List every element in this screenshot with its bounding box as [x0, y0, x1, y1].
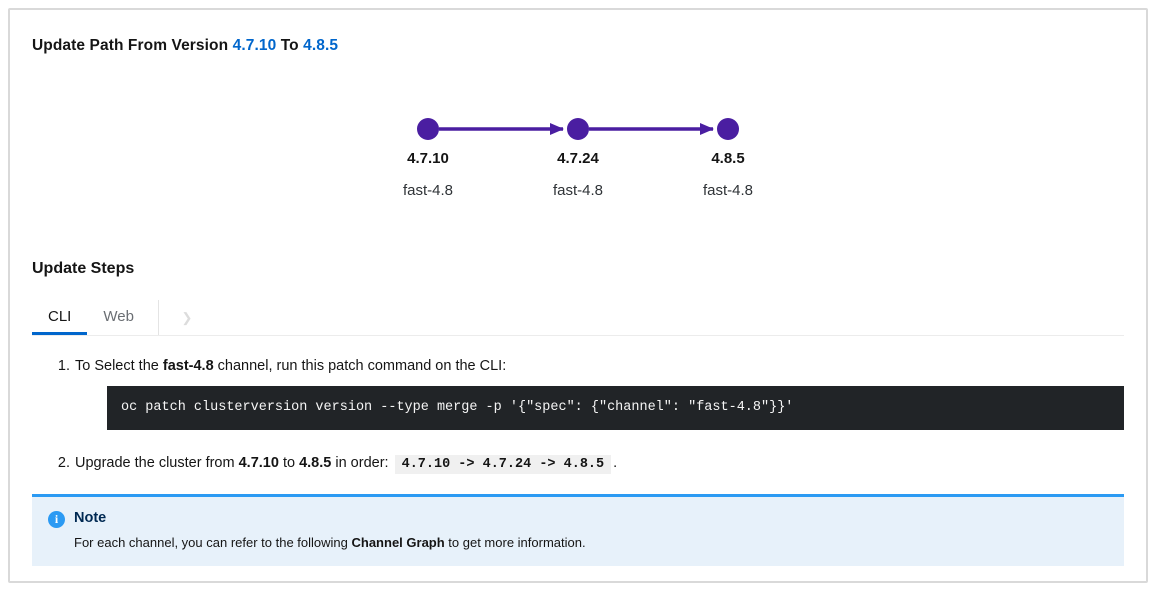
- chevron-right-icon: ❯: [181, 309, 193, 325]
- step-1-text: 1. To Select the fast-4.8 channel, run t…: [57, 357, 1124, 376]
- node-channel-label: fast-4.8: [552, 182, 604, 199]
- upgrade-order-code: 4.7.10 -> 4.7.24 -> 4.8.5: [394, 455, 612, 474]
- from-version-value: 4.7.10: [232, 37, 277, 54]
- page-title: Update Path From Version 4.7.10 To 4.8.5: [32, 37, 1124, 55]
- channel-graph-bold: Channel Graph: [351, 535, 445, 550]
- steps-tabs: CLI Web ❯: [32, 300, 1124, 336]
- step-text-part: To Select the: [75, 358, 163, 374]
- to-version-value: 4.8.5: [303, 37, 339, 54]
- graph-node-3: [717, 118, 739, 140]
- note-content: Note For each channel, you can refer to …: [74, 510, 586, 550]
- note-body-part: For each channel, you can refer to the f…: [74, 535, 352, 550]
- graph-node-2: [567, 118, 589, 140]
- node-version-label: 4.8.5: [711, 150, 745, 167]
- to-version-bold: 4.8.5: [299, 455, 332, 471]
- info-icon: i: [48, 511, 65, 528]
- step-number: 1.: [57, 358, 70, 374]
- note-title: Note: [74, 510, 107, 526]
- note-alert: i Note For each channel, you can refer t…: [32, 494, 1124, 566]
- tab-cli-label: CLI: [48, 308, 72, 325]
- update-path-svg: [417, 118, 739, 140]
- tab-web-label: Web: [103, 308, 134, 325]
- graph-node-1: [417, 118, 439, 140]
- update-path-card: Update Path From Version 4.7.10 To 4.8.5…: [8, 8, 1148, 583]
- update-steps-heading: Update Steps: [32, 260, 135, 277]
- step-text-part: to: [278, 455, 300, 471]
- step-text: To Select the fast-4.8 channel, run this…: [75, 357, 506, 376]
- tab-cli[interactable]: CLI: [32, 300, 88, 335]
- node-version-label: 4.7.10: [407, 150, 449, 167]
- node-channel-label: fast-4.8: [702, 182, 754, 199]
- step-number: 2.: [57, 455, 70, 471]
- step-text: Upgrade the cluster from 4.7.10 to 4.8.5…: [75, 454, 617, 474]
- title-text: Update Path From Version: [32, 37, 233, 54]
- node-version-label: 4.7.24: [557, 150, 599, 167]
- step-1: 1. To Select the fast-4.8 channel, run t…: [57, 357, 1124, 430]
- tab-overflow-button[interactable]: ❯: [159, 300, 215, 335]
- note-body-part: to get more information.: [444, 535, 586, 550]
- note-body: For each channel, you can refer to the f…: [74, 535, 586, 550]
- update-path-graph: 4.7.10 4.7.24 4.8.5 fast-4.8 fast-4.8 fa…: [403, 114, 753, 210]
- tab-web[interactable]: Web: [87, 300, 150, 335]
- channel-name-bold: fast-4.8: [162, 358, 214, 374]
- from-version-bold: 4.7.10: [238, 455, 279, 471]
- step-2: 2. Upgrade the cluster from 4.7.10 to 4.…: [57, 454, 1124, 474]
- node-channel-label: fast-4.8: [402, 182, 454, 199]
- title-to-text: To: [276, 37, 304, 54]
- steps-list: 1. To Select the fast-4.8 channel, run t…: [32, 357, 1124, 474]
- tab-divider: [157, 300, 159, 335]
- cli-patch-command-code: oc patch clusterversion version --type m…: [107, 386, 1124, 430]
- step-2-text: 2. Upgrade the cluster from 4.7.10 to 4.…: [57, 454, 1124, 474]
- step-text-part: Upgrade the cluster from: [75, 455, 239, 471]
- step-text-part: in order:: [331, 455, 393, 471]
- step-text-part: channel, run this patch command on the C…: [213, 358, 507, 374]
- step-text-part: .: [613, 455, 618, 471]
